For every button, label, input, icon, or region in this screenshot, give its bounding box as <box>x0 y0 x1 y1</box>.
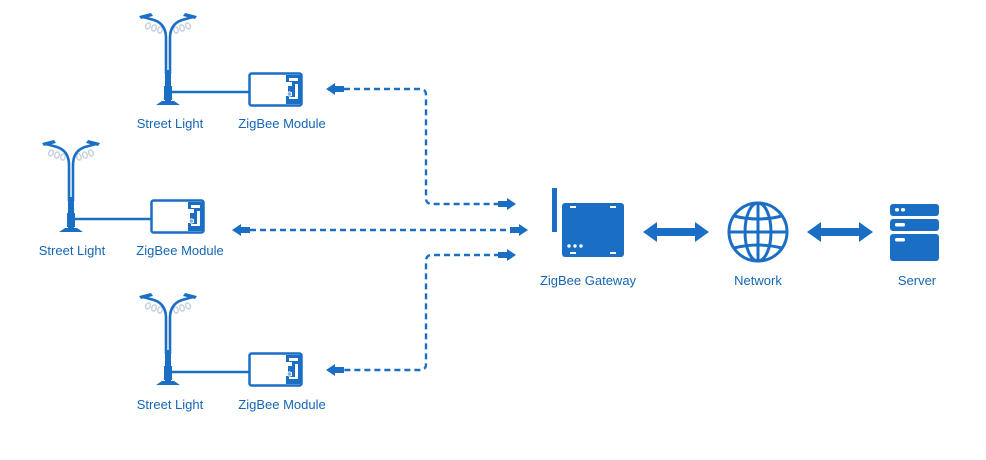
street-light-label-middle: Street Light <box>38 243 106 258</box>
server-label: Server <box>897 273 937 288</box>
dashed-link-top <box>344 87 500 206</box>
street-light-label-bottom: Street Light <box>136 397 204 412</box>
arrow-head-icon <box>498 249 516 261</box>
zigbee-module-label-bottom: ZigBee Module <box>238 397 326 412</box>
zigbee-module-icon <box>150 199 205 234</box>
arrow-head-icon <box>326 83 344 95</box>
arrow-head-icon <box>232 224 250 236</box>
network-label: Network <box>734 273 782 288</box>
globe-icon <box>727 201 789 263</box>
zigbee-module-icon <box>248 72 303 107</box>
arrow-head-icon <box>498 198 516 210</box>
dashed-link-bottom <box>344 253 500 372</box>
gateway-label: ZigBee Gateway <box>539 273 637 288</box>
zigbee-module-label-top: ZigBee Module <box>238 116 326 131</box>
zigbee-module-icon <box>248 352 303 387</box>
gateway-router-icon <box>552 188 624 257</box>
bidirectional-arrow-icon <box>807 222 873 242</box>
zigbee-module-label-middle: ZigBee Module <box>136 243 224 258</box>
bidirectional-arrow-icon <box>643 222 709 242</box>
arrow-head-icon <box>510 224 528 236</box>
street-light-label-top: Street Light <box>136 116 204 131</box>
arrow-head-icon <box>326 364 344 376</box>
server-rack-icon <box>890 204 939 261</box>
